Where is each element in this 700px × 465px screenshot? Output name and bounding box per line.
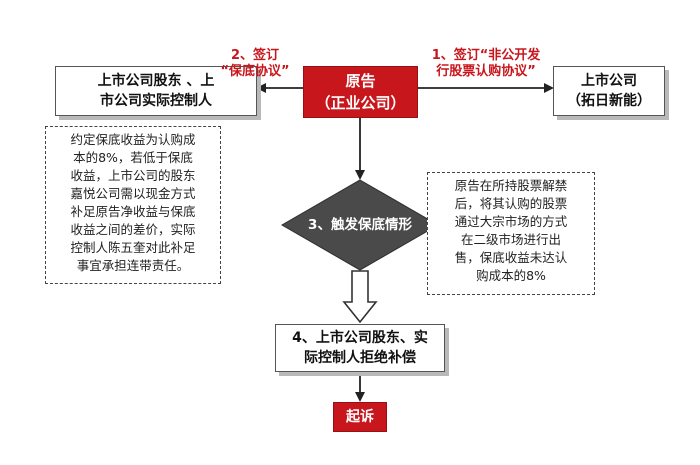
hollow-arrow-down (342, 270, 378, 324)
note-guarantee-terms: 约定保底收益为认购成 本的8%，若低于保底 收益，上市公司的股东 嘉悦公司需以现… (45, 126, 221, 284)
shareholders-box: 上市公司股东 、上 市公司实际控制人 (55, 66, 257, 116)
trigger-label: 3、触发保底情形 (308, 217, 412, 233)
edge-label-guarantee: 2、签订 “保底协议” (220, 48, 290, 79)
company-box: 上市公司 （拓日新能） (553, 66, 665, 116)
note-sale-outcome: 原告在所持股票解禁 后，将其认购的股票 通过大宗市场的方式 在二级市场进行出 售… (427, 172, 595, 295)
plaintiff-box: 原告 （正业公司） (303, 66, 418, 118)
trigger-diamond (280, 179, 440, 271)
lawsuit-box: 起诉 (333, 402, 387, 432)
edge-label-subscription: 1、签订“非公开发 行股票认购协议” (431, 48, 541, 79)
refuse-compensation-box: 4、上市公司股东、实 际控制人拒绝补偿 (275, 324, 445, 372)
